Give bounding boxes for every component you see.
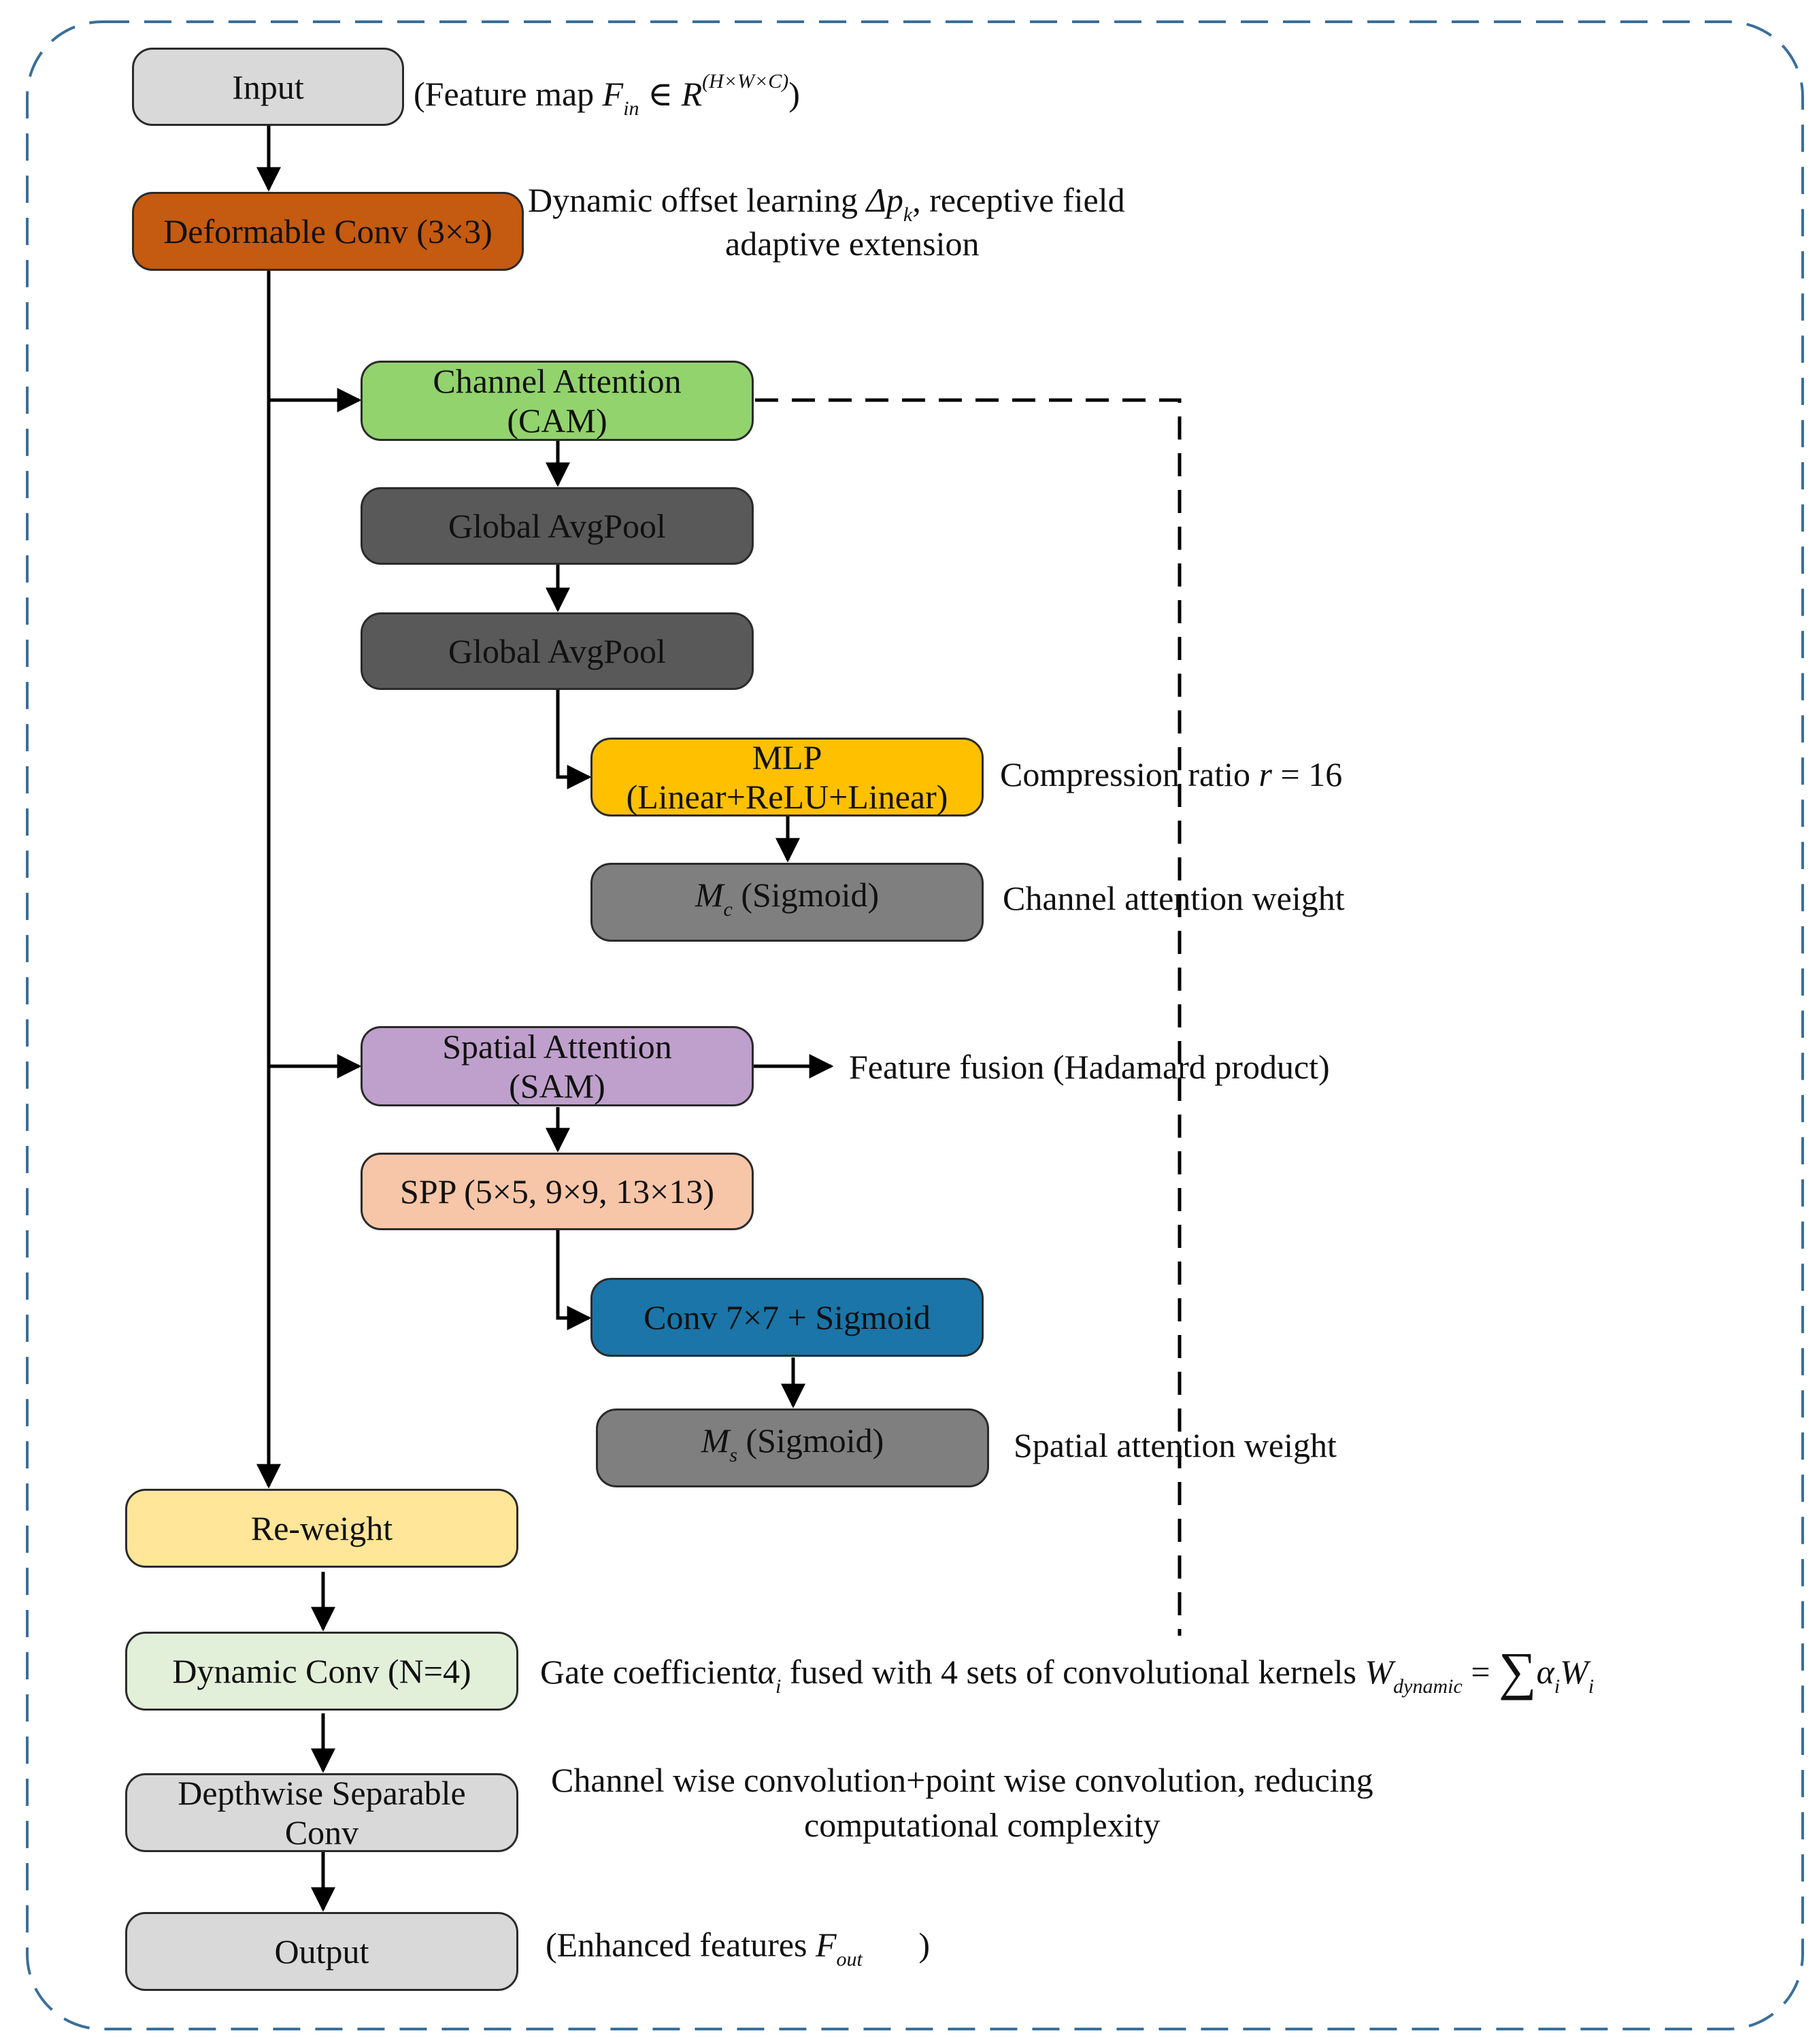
- ms-note: Spatial attention weight: [1014, 1426, 1337, 1464]
- output-label: Output: [274, 1932, 369, 1971]
- mc-subscript: c: [723, 898, 733, 921]
- dynamic-note-w: W: [1365, 1653, 1394, 1691]
- reweight-node: Re-weight: [125, 1489, 518, 1568]
- deformable-note-suffix: , receptive field: [912, 181, 1125, 219]
- dynamic-conv-node: Dynamic Conv (N=4): [125, 1632, 518, 1711]
- sam-note: Feature fusion (Hadamard product): [849, 1048, 1330, 1086]
- mlp-line2: (Linear+ReLU+Linear): [626, 778, 948, 816]
- sam-line2: (SAM): [509, 1067, 605, 1105]
- dynamic-note-term-w: W: [1560, 1653, 1588, 1691]
- depthwise-line2: Conv: [284, 1813, 359, 1851]
- output-note-prefix: (Enhanced features: [546, 1926, 807, 1964]
- depthwise-line1: Depthwise Separable: [178, 1774, 466, 1812]
- sam-line1: Spatial Attention: [442, 1027, 672, 1066]
- dynamic-note-sum: ∑: [1499, 1641, 1537, 1700]
- deformable-conv-node: Deformable Conv (3×3): [132, 192, 524, 271]
- mlp-note-symbol: r: [1258, 755, 1272, 793]
- deformable-note-line2: adaptive extension: [725, 225, 980, 263]
- depthwise-conv-node: Depthwise Separable Conv: [125, 1773, 518, 1852]
- input-note-superscript: (H×W×C): [702, 70, 789, 93]
- input-note-prefix: (Feature map: [414, 75, 595, 113]
- cam-line1: Channel Attention: [433, 362, 682, 400]
- deformable-note-subscript: k: [903, 203, 913, 226]
- sam-node: Spatial Attention (SAM): [361, 1026, 754, 1106]
- conv7-label: Conv 7×7 + Sigmoid: [644, 1298, 931, 1336]
- input-note-relation: ∈: [648, 75, 673, 113]
- output-note-symbol: F: [816, 1926, 837, 1964]
- ms-node: Ms (Sigmoid): [596, 1408, 989, 1487]
- outer-dashed-frame: [26, 20, 1804, 2030]
- mc-symbol: M: [695, 876, 724, 914]
- cam-line2: (CAM): [507, 401, 607, 440]
- avgpool-node-1: Global AvgPool: [361, 487, 754, 565]
- dynamic-note-w-sub: dynamic: [1393, 1675, 1463, 1698]
- input-note-subscript: in: [623, 97, 639, 120]
- edge-spp-conv7: [556, 1230, 592, 1330]
- ms-symbol: M: [701, 1421, 730, 1460]
- mlp-node: MLP (Linear+ReLU+Linear): [590, 738, 984, 817]
- dynamic-note-alpha-sub: i: [775, 1675, 782, 1698]
- mlp-note-value: = 16: [1280, 755, 1343, 793]
- conv7-node: Conv 7×7 + Sigmoid: [590, 1278, 984, 1357]
- input-node: Input: [132, 48, 404, 126]
- dynamic-note-equals: =: [1471, 1653, 1490, 1691]
- dynamic-conv-label: Dynamic Conv (N=4): [172, 1652, 471, 1690]
- mlp-line1: MLP: [752, 738, 822, 776]
- deformable-conv-label: Deformable Conv (3×3): [163, 212, 493, 250]
- input-node-label: Input: [232, 67, 304, 106]
- output-note-suffix: ): [918, 1926, 931, 1964]
- dynamic-note-term-alpha-sub: i: [1554, 1675, 1561, 1698]
- mlp-note: Compression ratio r = 16: [1000, 753, 1342, 796]
- dynamic-note-term-w-sub: i: [1588, 1675, 1595, 1698]
- edge-avgpool2-mlp: [556, 690, 592, 789]
- avgpool-node-2: Global AvgPool: [361, 612, 754, 690]
- dynamic-note-prefix: Gate coefficient: [540, 1653, 758, 1691]
- mc-note: Channel attention weight: [1003, 879, 1345, 917]
- ms-rest: (Sigmoid): [746, 1421, 884, 1460]
- avgpool-2-label: Global AvgPool: [448, 632, 666, 670]
- cam-node: Channel Attention (CAM): [361, 361, 754, 441]
- dynamic-note-middle: fused with 4 sets of convolutional kerne…: [789, 1653, 1357, 1691]
- dynamic-note-alpha: α: [757, 1653, 775, 1691]
- mc-rest: (Sigmoid): [741, 876, 880, 914]
- mc-node: Mc (Sigmoid): [590, 863, 984, 942]
- deformable-note-prefix: Dynamic offset learning: [528, 181, 858, 219]
- depthwise-note-line2: computational complexity: [804, 1806, 1161, 1844]
- input-note-space: R: [681, 75, 703, 113]
- ms-label: Ms (Sigmoid): [701, 1419, 884, 1477]
- input-note-symbol: F: [602, 75, 624, 113]
- output-node: Output: [125, 1912, 518, 1991]
- mlp-note-prefix: Compression ratio: [1000, 755, 1251, 793]
- dynamic-note-term-alpha: α: [1536, 1653, 1554, 1691]
- ms-subscript: s: [729, 1444, 738, 1466]
- spp-node: SPP (5×5, 9×9, 13×13): [361, 1153, 754, 1230]
- input-note-suffix: ): [788, 75, 800, 113]
- output-note-subscript: out: [836, 1948, 863, 1971]
- spp-label: SPP (5×5, 9×9, 13×13): [400, 1172, 714, 1210]
- edge-cam-dashed-skip: [755, 398, 1182, 1636]
- output-note: (Enhanced features Fout ): [546, 1923, 930, 1981]
- deformable-note-symbol: Δp: [866, 181, 903, 219]
- mc-label: Mc (Sigmoid): [695, 873, 879, 932]
- avgpool-1-label: Global AvgPool: [448, 507, 666, 545]
- depthwise-note-line1: Channel wise convolution+point wise conv…: [551, 1761, 1373, 1799]
- input-note: (Feature map Fin ∈ R(H×W×C)): [414, 60, 800, 131]
- reweight-label: Re-weight: [250, 1509, 393, 1547]
- deformable-note-line1: Dynamic offset learning Δpk, receptive f…: [528, 178, 1125, 237]
- dynamic-note: Gate coefficientαi fused with 4 sets of …: [540, 1645, 1595, 1709]
